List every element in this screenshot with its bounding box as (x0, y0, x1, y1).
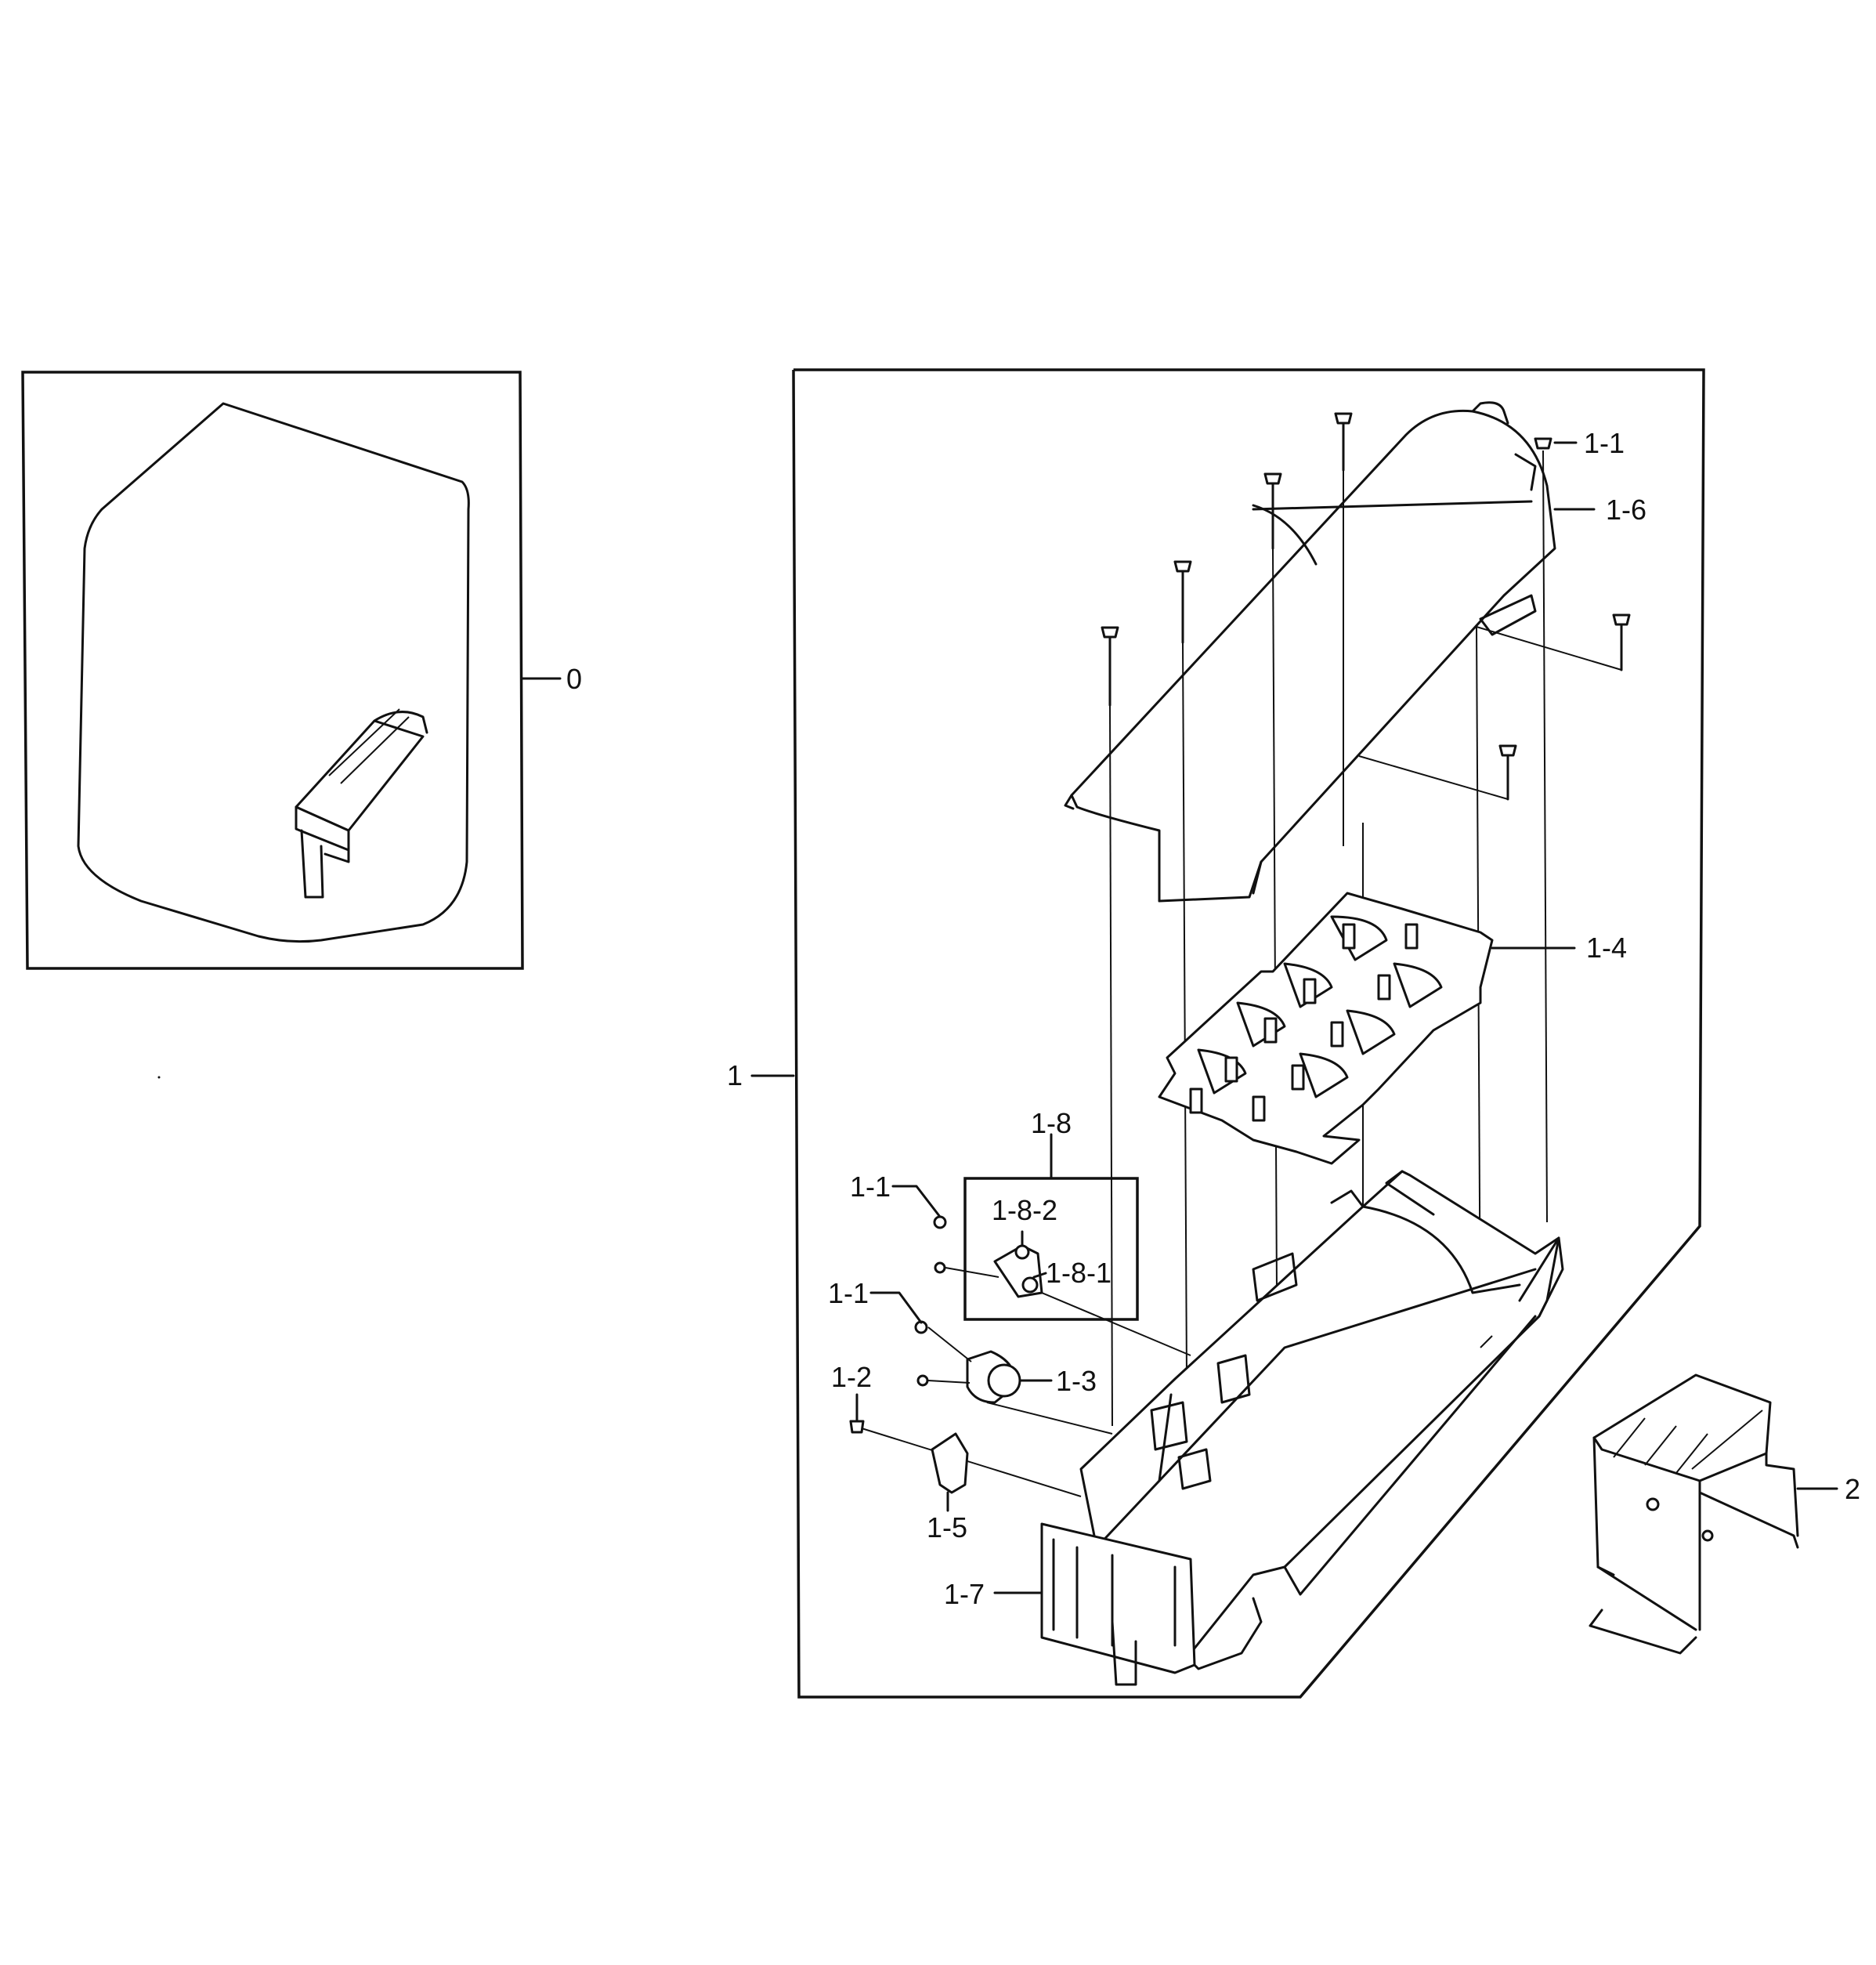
thermostat-sub-assembly: 1-8 1-8-2 1-8-1 (934, 1107, 1139, 1321)
callout-1-1-a: 1-1 (850, 1171, 891, 1203)
callout-0: 0 (566, 663, 582, 695)
screw-icon (933, 1215, 947, 1229)
bottom-shroud (1040, 1522, 1263, 1686)
callout-1-8: 1-8 (1031, 1107, 1072, 1139)
heater-cover (1064, 401, 1556, 903)
fuse-1-5: 1-2 1-5 (831, 1361, 1082, 1543)
heater-in-cabinet (295, 708, 428, 899)
callout-1-1-top: 1-1 (1584, 427, 1625, 459)
screw-icon (1101, 626, 1119, 707)
overview-frame (21, 371, 524, 970)
thermostat-1-8 (993, 1244, 1043, 1298)
callout-1-6: 1-6 (1606, 494, 1646, 526)
top-screws (1101, 412, 1631, 801)
callout-1-5: 1-5 (927, 1511, 967, 1543)
callout-1-2: 1-2 (831, 1361, 872, 1393)
callout-1-4: 1-4 (1586, 932, 1627, 964)
screw-icon (1263, 472, 1282, 550)
screw-icon (1334, 412, 1353, 472)
heater-coil-plate (1158, 892, 1494, 1165)
mounting-bracket-2 (1589, 1373, 1799, 1655)
screw-icon (1534, 437, 1552, 450)
callout-2: 2 (1845, 1473, 1860, 1505)
callout-1-1-b: 1-1 (828, 1277, 869, 1309)
callout-1-3: 1-3 (1056, 1365, 1097, 1397)
callout-1-8-2: 1-8-2 (992, 1194, 1057, 1226)
callout-1-7: 1-7 (944, 1578, 985, 1610)
dryer-cabinet-outline (77, 402, 470, 943)
screw-icon (1498, 744, 1517, 801)
screw-icon (849, 1420, 865, 1434)
scan-speck (157, 1076, 161, 1079)
screw-icon (1173, 560, 1192, 644)
assembly-1-heater: 1 1-6 1-1 (727, 368, 1705, 1699)
assembly-1-frame (792, 368, 1705, 1699)
screw-icon (1612, 613, 1631, 671)
callout-1: 1 (727, 1059, 743, 1091)
screw-icon (934, 1261, 946, 1274)
callout-1-8-1: 1-8-1 (1046, 1257, 1112, 1289)
assembly-0-overview: 0 (21, 371, 582, 970)
thermostat-1-3: 1-1 (828, 1277, 1113, 1435)
screw-icon (916, 1374, 929, 1387)
